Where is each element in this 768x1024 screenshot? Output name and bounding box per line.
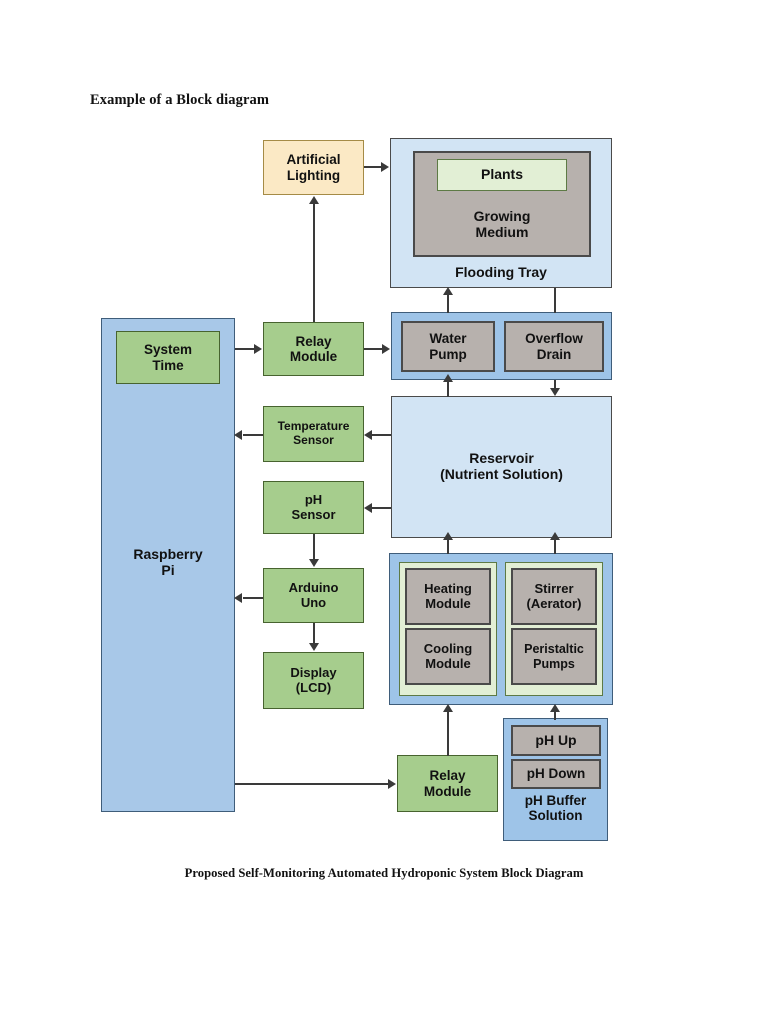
pump-drain-panel: Water Pump Overflow Drain <box>391 312 612 380</box>
raspberry-pi-panel: System Time Raspberry Pi <box>101 318 235 812</box>
arrowhead-pi-to-relay-top <box>254 344 262 354</box>
connector-temp-to-pi <box>243 434 263 436</box>
arrowhead-arduino-to-display <box>309 643 319 651</box>
connector-pi-to-relay-bottom <box>235 783 388 785</box>
overflow-drain-label: Overflow Drain <box>525 331 583 362</box>
relay-module-bottom-block: Relay Module <box>397 755 498 812</box>
heating-module-label: Heating Module <box>424 580 472 611</box>
reservoir-block: Reservoir (Nutrient Solution) <box>391 396 612 538</box>
figure-caption: Proposed Self-Monitoring Automated Hydro… <box>184 866 584 880</box>
artificial-lighting-label: Artificial Lighting <box>286 152 341 183</box>
arrowhead-reservoir-to-ph <box>364 503 372 513</box>
water-pump-label: Water Pump <box>429 331 467 362</box>
arrowhead-temp-modules-to-reservoir <box>443 532 453 540</box>
reservoir-label: Reservoir (Nutrient Solution) <box>440 450 563 482</box>
connector-tray-to-overflow <box>554 288 556 313</box>
growing-medium-label: Growing Medium <box>473 208 531 240</box>
ph-down-label: pH Down <box>526 766 586 782</box>
arrowhead-ph-to-arduino <box>309 559 319 567</box>
system-time-label: System Time <box>143 342 193 373</box>
arrowhead-lighting-to-tray <box>381 162 389 172</box>
display-lcd-label: Display (LCD) <box>290 664 337 695</box>
relay-module-bottom-label: Relay Module <box>423 768 472 799</box>
modules-panel: Heating Module Cooling Module Stirrer (A… <box>389 553 613 705</box>
arrowhead-pi-to-relay-bottom <box>388 779 396 789</box>
cooling-module-block: Cooling Module <box>405 628 491 685</box>
display-lcd-block: Display (LCD) <box>263 652 364 709</box>
ph-buffer-panel: pH Up pH Down pH Buffer Solution <box>503 718 608 841</box>
connector-relay-bottom-to-modules <box>447 712 449 756</box>
arrowhead-overflow-to-reservoir <box>550 388 560 396</box>
arrowhead-reservoir-to-temp <box>364 430 372 440</box>
heating-module-block: Heating Module <box>405 568 491 625</box>
connector-overflow-to-reservoir <box>554 380 556 390</box>
raspberry-pi-label: Raspberry Pi <box>133 546 203 578</box>
connector-ph-buffer-to-pumps <box>554 712 556 720</box>
overflow-drain-block: Overflow Drain <box>504 321 604 372</box>
arrowhead-relay-to-lighting <box>309 196 319 204</box>
connector-lighting-to-tray <box>364 166 382 168</box>
connector-arduino-to-display <box>313 623 315 645</box>
connector-ph-to-arduino <box>313 534 315 560</box>
flooding-tray-label: Flooding Tray <box>455 264 547 281</box>
arrowhead-reservoir-to-pump <box>443 374 453 382</box>
artificial-lighting-block: Artificial Lighting <box>263 140 364 195</box>
ph-sensor-block: pH Sensor <box>263 481 364 534</box>
arrowhead-temp-to-pi <box>234 430 242 440</box>
ph-down-block: pH Down <box>511 759 601 789</box>
plants-label: Plants <box>480 166 523 183</box>
relay-module-top-block: Relay Module <box>263 322 364 376</box>
system-time-block: System Time <box>116 331 220 384</box>
arrowhead-circulation-modules-to-reservoir <box>550 532 560 540</box>
connector-pump-to-tray <box>447 295 449 313</box>
arrowhead-relay-bottom-to-modules <box>443 704 453 712</box>
connector-temp-modules-to-reservoir <box>447 540 449 554</box>
arduino-uno-block: Arduino Uno <box>263 568 364 623</box>
flooding-tray-panel: Growing Medium Plants Flooding Tray <box>390 138 612 288</box>
arduino-uno-label: Arduino Uno <box>288 579 339 610</box>
ph-sensor-label: pH Sensor <box>291 491 336 522</box>
temperature-sensor-label: Temperature Sensor <box>277 419 350 447</box>
connector-arduino-to-pi <box>243 597 263 599</box>
connector-relay-to-pump <box>364 348 383 350</box>
temperature-sensor-block: Temperature Sensor <box>263 406 364 462</box>
connector-reservoir-to-pump <box>447 380 449 397</box>
arrowhead-ph-buffer-to-pumps <box>550 704 560 712</box>
connector-pi-to-relay-top <box>235 348 255 350</box>
relay-module-top-label: Relay Module <box>289 333 338 364</box>
arrowhead-relay-to-pump <box>382 344 390 354</box>
connector-relay-to-lighting <box>313 204 315 322</box>
stirrer-aerator-label: Stirrer (Aerator) <box>526 580 582 611</box>
connector-reservoir-to-ph <box>372 507 391 509</box>
ph-buffer-solution-label: pH Buffer Solution <box>524 793 587 824</box>
plants-block: Plants <box>437 159 567 191</box>
cooling-module-label: Cooling Module <box>423 640 473 671</box>
temperature-modules-group: Heating Module Cooling Module <box>399 562 497 696</box>
arrowhead-arduino-to-pi <box>234 593 242 603</box>
page-title: Example of a Block diagram <box>90 92 270 108</box>
peristaltic-pumps-block: Peristaltic Pumps <box>511 628 597 685</box>
circulation-modules-group: Stirrer (Aerator) Peristaltic Pumps <box>505 562 603 696</box>
water-pump-block: Water Pump <box>401 321 495 372</box>
peristaltic-pumps-label: Peristaltic Pumps <box>524 642 584 671</box>
ph-up-label: pH Up <box>535 731 577 748</box>
stirrer-aerator-block: Stirrer (Aerator) <box>511 568 597 625</box>
connector-reservoir-to-temp <box>372 434 391 436</box>
ph-up-block: pH Up <box>511 725 601 756</box>
arrowhead-pump-to-tray <box>443 287 453 295</box>
connector-circulation-modules-to-reservoir <box>554 540 556 554</box>
